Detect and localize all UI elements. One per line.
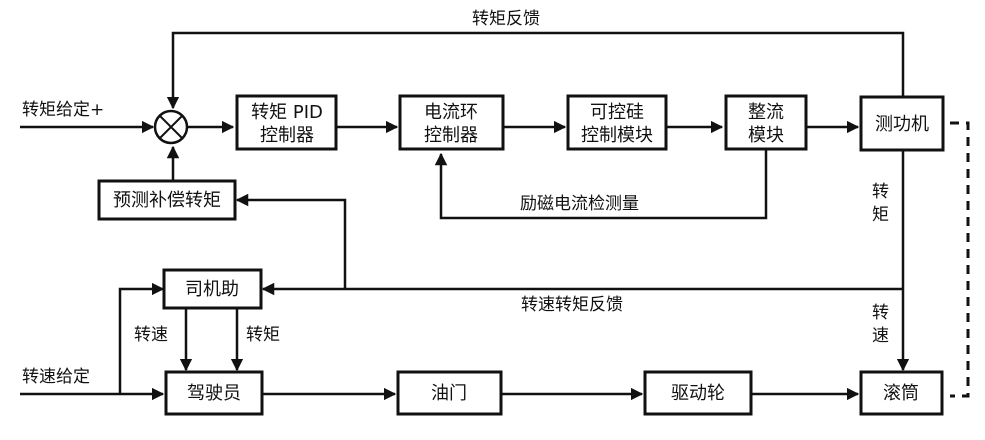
rectifier-line1: 整流	[748, 102, 784, 123]
excitation-measure-label: 励磁电流检测量	[520, 194, 639, 214]
drive-wheel-block: 驱动轮	[643, 370, 753, 416]
scr-block: 可控硅 控制模块	[566, 94, 668, 151]
current-loop-line2: 控制器	[424, 125, 478, 146]
speed-setpoint-label: 转速给定	[22, 367, 90, 387]
drive-wheel-label: 驱动轮	[671, 383, 725, 404]
throttle-label: 油门	[431, 383, 467, 404]
predict-compensation-block: 预测补偿转矩	[97, 179, 237, 221]
drum-block: 滚筒	[859, 370, 944, 416]
feedback-to-predict-line	[235, 193, 347, 289]
current-loop-block: 电流环 控制器	[398, 94, 505, 151]
torque-feedback-line	[166, 31, 905, 110]
dynamometer-block: 测功机	[859, 95, 945, 152]
driver-aid-block: 司机助	[162, 268, 263, 310]
speed-vertical-label-top: 转	[872, 303, 889, 323]
torque-pid-line2: 控制器	[260, 125, 314, 146]
summing-junction	[153, 109, 189, 145]
torque-setpoint-label: 转矩给定+	[22, 100, 104, 120]
rectifier-block: 整流 模块	[724, 94, 808, 151]
throttle-block: 油门	[396, 370, 503, 416]
scr-line2: 控制模块	[581, 125, 653, 146]
dynamometer-label: 测功机	[875, 114, 929, 135]
torque-feedback-label: 转矩反馈	[472, 9, 540, 29]
rectifier-line2: 模块	[748, 125, 784, 146]
mechanical-coupling-dashed-line	[950, 121, 970, 398]
scr-line1: 可控硅	[590, 102, 644, 123]
setpoint-to-driver-aid-line	[118, 282, 165, 394]
torque-vertical-label-bottom: 矩	[872, 205, 889, 225]
torque-pid-line1: 转矩 PID	[251, 102, 323, 123]
current-loop-line1: 电流环	[424, 102, 478, 123]
drum-label: 滚筒	[883, 383, 919, 404]
speed-torque-feedback-label: 转速转矩反馈	[521, 295, 623, 315]
torque-pid-block: 转矩 PID 控制器	[235, 94, 338, 151]
speed-vertical-label-bottom: 速	[872, 326, 889, 346]
driver-aid-label: 司机助	[185, 279, 239, 300]
driver-block: 驾驶员	[164, 370, 264, 416]
excitation-measure-line	[434, 150, 768, 220]
predict-compensation-label: 预测补偿转矩	[113, 190, 221, 211]
aid-torque-label: 转矩	[246, 325, 280, 345]
torque-vertical-label-top: 转	[872, 182, 889, 202]
driver-label: 驾驶员	[187, 383, 241, 404]
aid-speed-label: 转速	[134, 325, 168, 345]
